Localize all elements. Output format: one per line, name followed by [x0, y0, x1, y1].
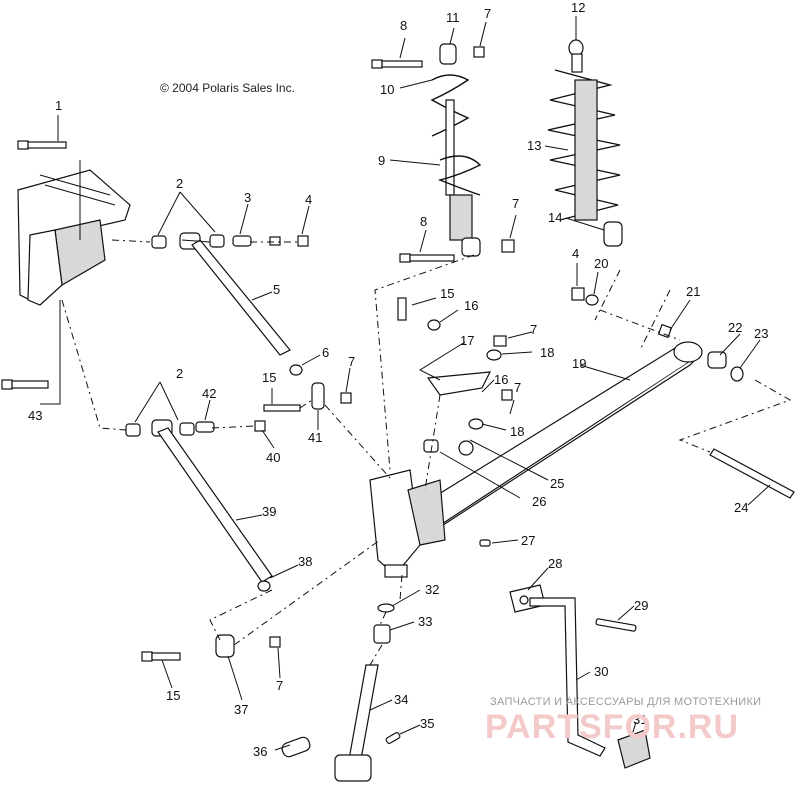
callout-27: 27 — [521, 533, 535, 548]
callout-26: 26 — [532, 494, 546, 509]
callout-7-knuckle: 7 — [530, 322, 537, 337]
watermark-brand: PARTSFOR.RU — [485, 708, 739, 746]
callout-19: 19 — [572, 356, 586, 371]
upper-a-arm — [151, 232, 352, 410]
callout-2: 2 — [176, 176, 183, 191]
callout-8: 8 — [400, 18, 407, 33]
watermark: ЗАПЧАСТИ И АКСЕССУАРЫ ДЛЯ МОТОТЕХНИКИ PA… — [485, 696, 761, 746]
callout-38: 38 — [298, 554, 312, 569]
callout-21: 21 — [686, 284, 700, 299]
callout-14: 14 — [548, 210, 562, 225]
callout-29: 29 — [634, 598, 648, 613]
callout-43: 43 — [28, 408, 42, 423]
callout-7-mid: 7 — [514, 380, 521, 395]
callout-1: 1 — [55, 98, 62, 113]
callout-12: 12 — [571, 0, 585, 15]
callout-24: 24 — [734, 500, 748, 515]
watermark-subtitle: ЗАПЧАСТИ И АКСЕССУАРЫ ДЛЯ МОТОТЕХНИКИ — [490, 696, 761, 708]
front-shock-left — [371, 43, 515, 263]
steering-post — [281, 603, 401, 782]
callout-labels: 1 2 3 4 5 6 7 8 9 10 11 12 13 14 15 16 1… — [28, 0, 768, 759]
callout-10: 10 — [380, 82, 394, 97]
callout-41: 41 — [308, 430, 322, 445]
bolt-1 — [17, 140, 67, 150]
callout-23: 23 — [754, 326, 768, 341]
spindle-knuckle — [369, 297, 513, 578]
copyright-text: © 2004 Polaris Sales Inc. — [160, 81, 295, 95]
callout-37: 37 — [234, 702, 248, 717]
lower-joint-parts — [141, 634, 281, 662]
callout-7: 7 — [348, 354, 355, 369]
callout-15-right: 15 — [440, 286, 454, 301]
callout-9: 9 — [378, 153, 385, 168]
leader-lines — [40, 16, 771, 751]
callout-7-lower: 7 — [276, 678, 283, 693]
callout-36: 36 — [253, 744, 267, 759]
callout-8-lower: 8 — [420, 214, 427, 229]
callout-28: 28 — [548, 556, 562, 571]
lower-a-arm — [125, 404, 301, 592]
callout-31: 31 — [633, 712, 647, 727]
callout-34: 34 — [394, 692, 408, 707]
callout-18: 18 — [540, 345, 554, 360]
callout-40: 40 — [266, 450, 280, 465]
callout-3: 3 — [244, 190, 251, 205]
assembly-lines — [61, 239, 792, 666]
callout-22: 22 — [728, 320, 742, 335]
callout-16: 16 — [464, 298, 478, 313]
callout-4-right: 4 — [572, 246, 579, 261]
callout-42: 42 — [202, 386, 216, 401]
callout-7-top: 7 — [484, 6, 491, 21]
callout-15: 15 — [262, 370, 276, 385]
callout-2-lower: 2 — [176, 366, 183, 381]
callout-5: 5 — [273, 282, 280, 297]
callout-4: 4 — [305, 192, 312, 207]
bolt-43 — [1, 379, 49, 390]
callout-35: 35 — [420, 716, 434, 731]
callout-39: 39 — [262, 504, 276, 519]
rear-shock-right — [547, 39, 623, 306]
callout-13: 13 — [527, 138, 541, 153]
callout-33: 33 — [418, 614, 432, 629]
callout-25: 25 — [550, 476, 564, 491]
callout-11: 11 — [446, 10, 460, 25]
callout-7-shock: 7 — [512, 196, 519, 211]
callout-16-lower: 16 — [494, 372, 508, 387]
callout-17: 17 — [460, 333, 474, 348]
callout-15-lower: 15 — [166, 688, 180, 703]
callout-32: 32 — [425, 582, 439, 597]
callout-30: 30 — [594, 664, 608, 679]
callout-6: 6 — [322, 345, 329, 360]
callout-20: 20 — [594, 256, 608, 271]
frame-bracket — [17, 169, 131, 306]
callout-18-lower: 18 — [510, 424, 524, 439]
